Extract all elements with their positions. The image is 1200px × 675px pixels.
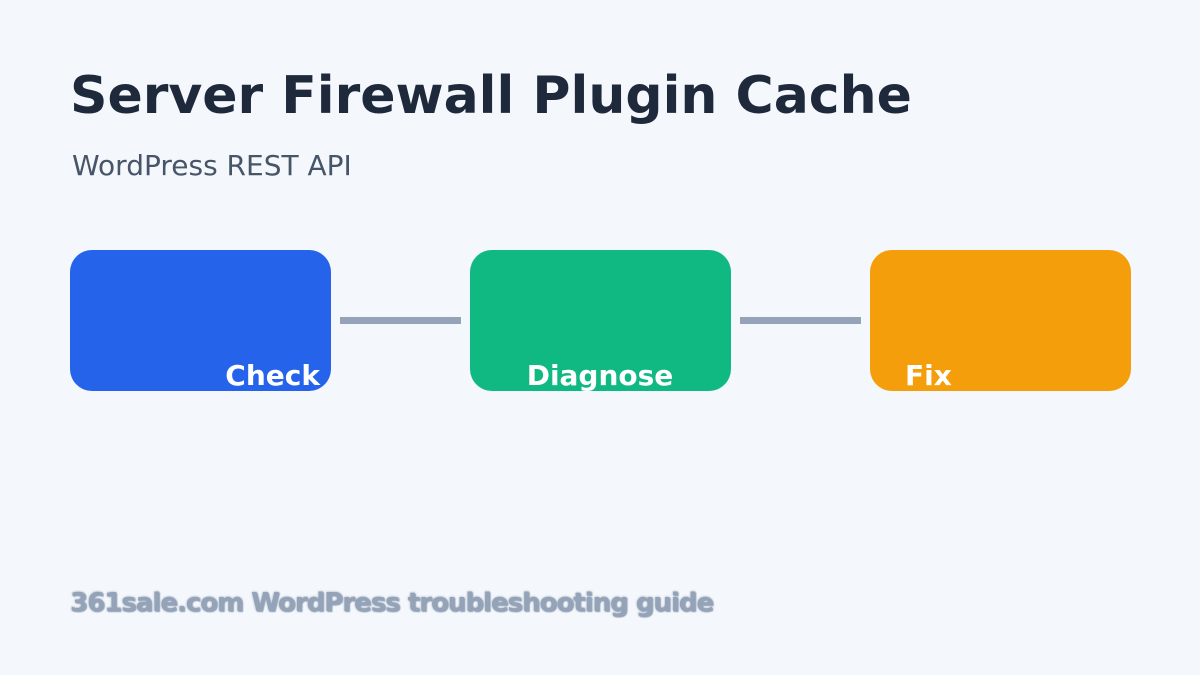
- step-fix-label: Fix: [905, 359, 952, 392]
- step-check-box: [70, 250, 331, 391]
- step-diagnose-box: [470, 250, 731, 391]
- connector-check-diagnose: [340, 317, 461, 324]
- step-check-label: Check: [225, 359, 320, 392]
- step-fix-box: [870, 250, 1131, 391]
- connector-diagnose-fix: [740, 317, 861, 324]
- page-title: Server Firewall Plugin Cache: [70, 66, 912, 126]
- footer-credit: 361sale.com WordPress troubleshooting gu…: [70, 588, 714, 618]
- page-subtitle: WordPress REST API: [72, 149, 352, 182]
- step-diagnose-label: Diagnose: [526, 359, 674, 392]
